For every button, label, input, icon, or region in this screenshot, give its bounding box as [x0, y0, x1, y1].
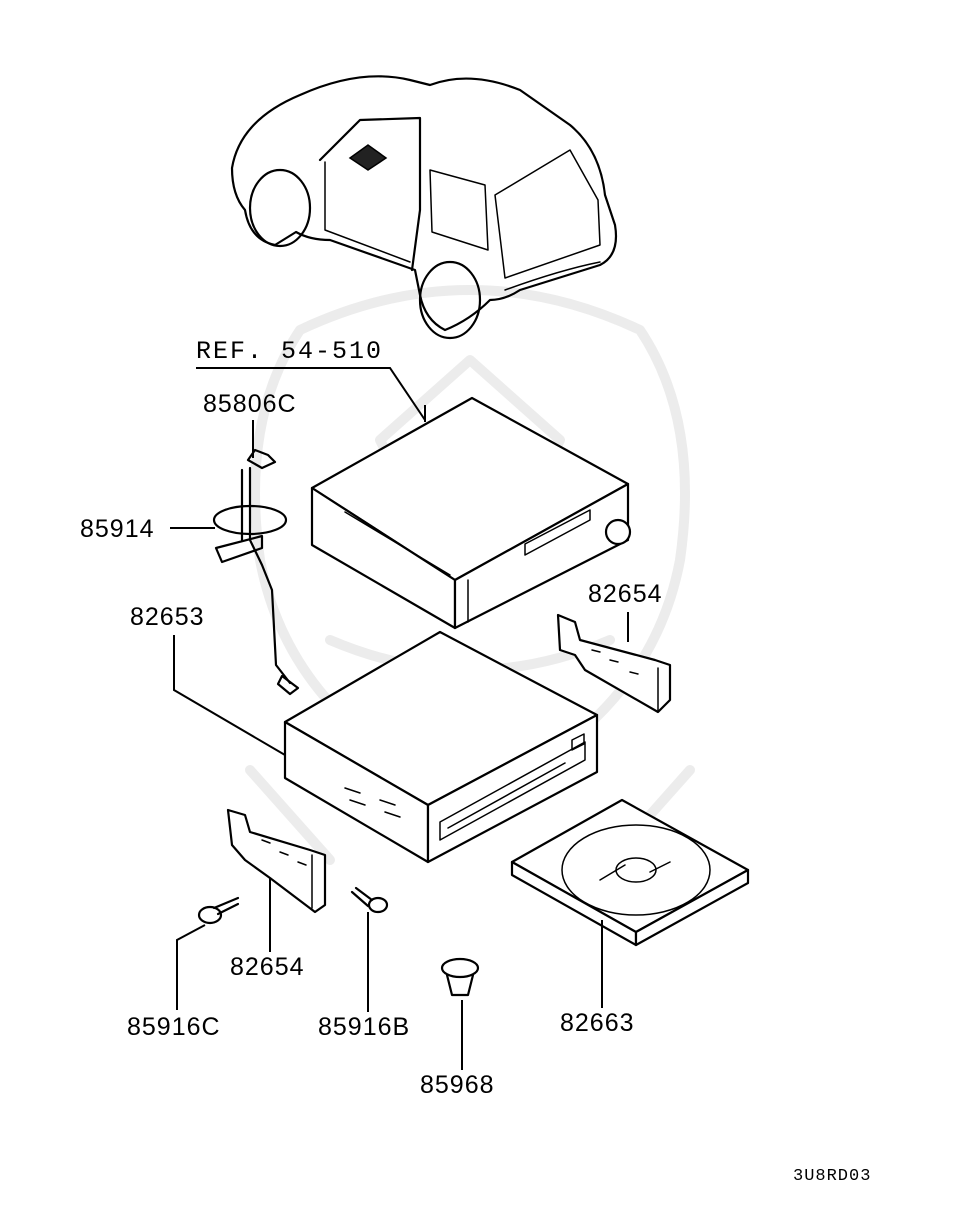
clip [440, 957, 480, 997]
diagram-code: 3U8RD03 [793, 1167, 871, 1186]
unit-location-marker [348, 144, 388, 171]
reference-label: REF. 54-510 [196, 337, 383, 366]
callout-85916b: 85916B [318, 1013, 410, 1041]
screw [350, 886, 389, 914]
callout-85968: 85968 [420, 1071, 495, 1099]
callout-82654-left: 82654 [230, 953, 305, 981]
callout-85914: 85914 [80, 515, 155, 543]
callout-85806c: 85806C [203, 390, 297, 418]
vehicle-illustration [230, 75, 618, 340]
cable-tie [212, 504, 288, 564]
reference-head-unit [310, 396, 632, 630]
bracket-right [556, 613, 672, 714]
callout-85916c: 85916C [127, 1013, 221, 1041]
antenna-cable [240, 448, 300, 696]
bracket-left [226, 808, 327, 914]
callout-82654-right: 82654 [588, 580, 663, 608]
navigation-unit [283, 630, 599, 864]
callout-82663: 82663 [560, 1009, 635, 1037]
disc-with-case [510, 798, 750, 947]
reference-leader [196, 367, 426, 421]
bolt [197, 896, 240, 925]
callout-82653: 82653 [130, 603, 205, 631]
